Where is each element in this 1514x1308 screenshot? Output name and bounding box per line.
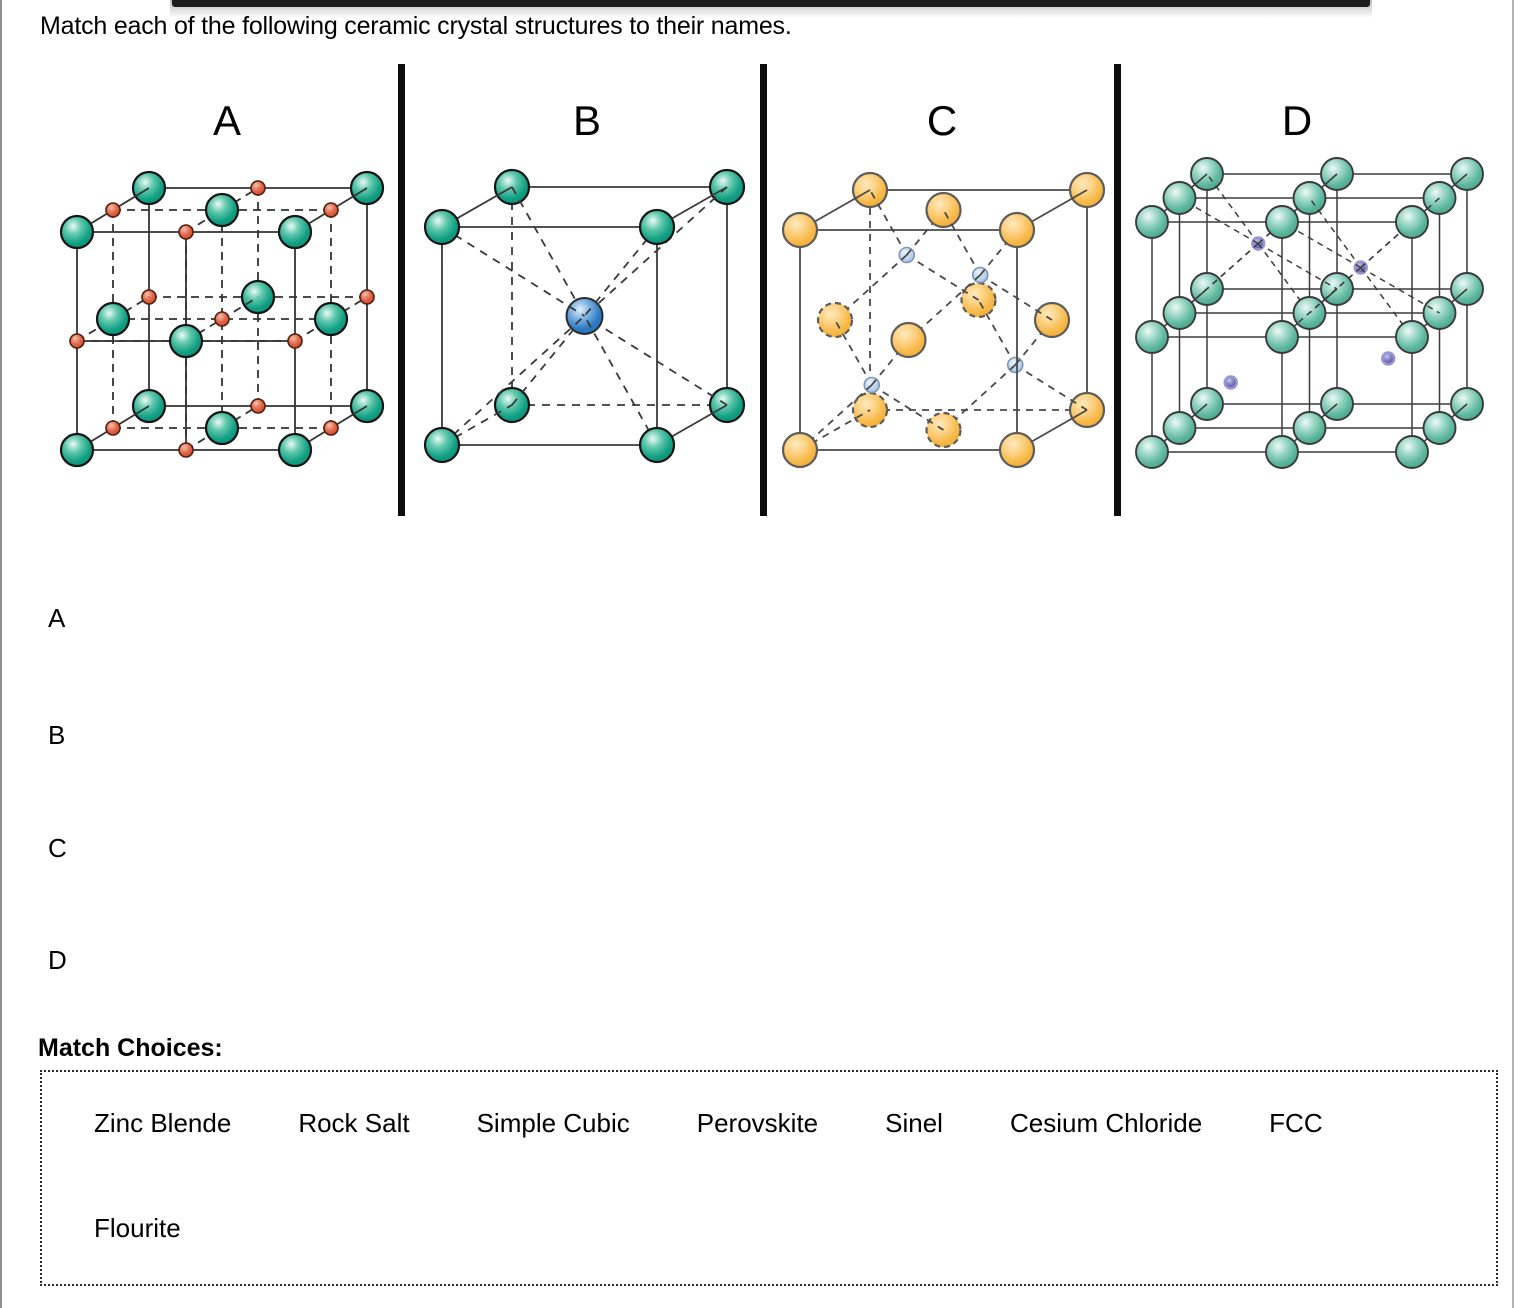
- panel-divider-3: [1114, 64, 1121, 516]
- answer-letter-b: B: [48, 720, 66, 750]
- figure-label-c: C: [926, 97, 958, 144]
- choices-row-1: Zinc Blende Rock Salt Simple Cubic Perov…: [42, 1072, 1496, 1139]
- figure-label-d: D: [1281, 97, 1313, 144]
- top-window-bar: [172, 0, 1370, 7]
- match-choices-box: Zinc Blende Rock Salt Simple Cubic Perov…: [40, 1070, 1498, 1286]
- choice-fcc[interactable]: FCC: [1269, 1108, 1323, 1138]
- panel-divider-2: [760, 64, 767, 516]
- choice-cesium-chloride[interactable]: Cesium Chloride: [1009, 1108, 1203, 1138]
- panel-divider-1: [398, 64, 405, 516]
- choice-rock-salt[interactable]: Rock Salt: [298, 1108, 410, 1138]
- choice-sinel[interactable]: Sinel: [885, 1108, 943, 1138]
- choices-row-2: Flourite: [42, 1139, 1496, 1244]
- answer-slot-b[interactable]: B: [2, 720, 1502, 780]
- match-choices-heading: Match Choices:: [38, 1034, 223, 1062]
- choice-zinc-blende[interactable]: Zinc Blende: [94, 1108, 232, 1138]
- choice-simple-cubic[interactable]: Simple Cubic: [476, 1108, 630, 1138]
- answer-slot-a[interactable]: A: [2, 603, 1502, 663]
- answer-slot-d[interactable]: D: [2, 945, 1502, 1005]
- answer-slot-c[interactable]: C: [2, 833, 1502, 893]
- answer-letter-a: A: [48, 603, 66, 633]
- figure-label-b: B: [572, 97, 602, 144]
- choice-perovskite[interactable]: Perovskite: [696, 1108, 819, 1138]
- question-prompt: Match each of the following ceramic crys…: [40, 12, 792, 40]
- answer-letter-d: D: [48, 945, 67, 975]
- figure-label-a: A: [212, 97, 242, 144]
- answer-letter-c: C: [48, 833, 67, 863]
- choice-flourite[interactable]: Flourite: [94, 1213, 181, 1243]
